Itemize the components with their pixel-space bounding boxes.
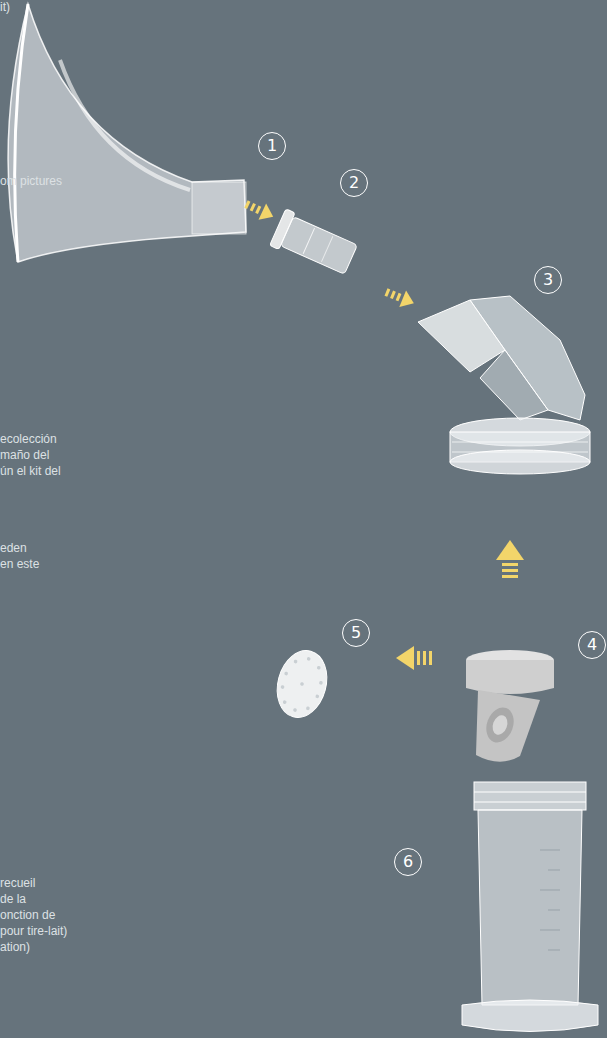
caption-fragment: it): [0, 0, 10, 14]
callout-number: 5: [342, 619, 370, 647]
membrane: [270, 645, 334, 723]
callout-text: 3: [543, 272, 553, 288]
caption-fragment: eden: [0, 541, 27, 555]
caption-fragment: ation): [0, 940, 30, 954]
caption-fragment: onction de: [0, 908, 55, 922]
valve: [466, 650, 554, 762]
assembly-arrow: [396, 646, 432, 670]
callout-text: 1: [267, 138, 277, 154]
callout-number: 2: [340, 169, 368, 197]
callout-number: 4: [578, 631, 606, 659]
caption-fragment: en este: [0, 557, 39, 571]
callout-text: 6: [403, 854, 413, 870]
callout-text: 5: [351, 625, 361, 641]
caption-fragment: de la: [0, 892, 26, 906]
callout-text: 4: [587, 637, 597, 653]
caption-fragment: maño del: [0, 448, 49, 462]
caption-fragment: ecolección: [0, 432, 57, 446]
connector-part: [270, 209, 359, 278]
breast-shield: [8, 4, 246, 262]
callout-text: 2: [349, 175, 359, 191]
assembly-arrow: [242, 196, 277, 225]
callout-number: 6: [394, 848, 422, 876]
callout-number: 3: [534, 266, 562, 294]
callout-number: 1: [258, 132, 286, 160]
assembly-arrow: [496, 540, 524, 578]
caption-fragment: recueil: [0, 876, 35, 890]
pump-body: [418, 296, 590, 474]
assembly-arrow: [383, 284, 418, 312]
caption-fragment: om pictures: [0, 174, 62, 188]
caption-fragment: ún el kit del: [0, 464, 61, 478]
caption-fragment: pour tire-lait): [0, 924, 67, 938]
collection-bottle: [462, 782, 598, 1032]
